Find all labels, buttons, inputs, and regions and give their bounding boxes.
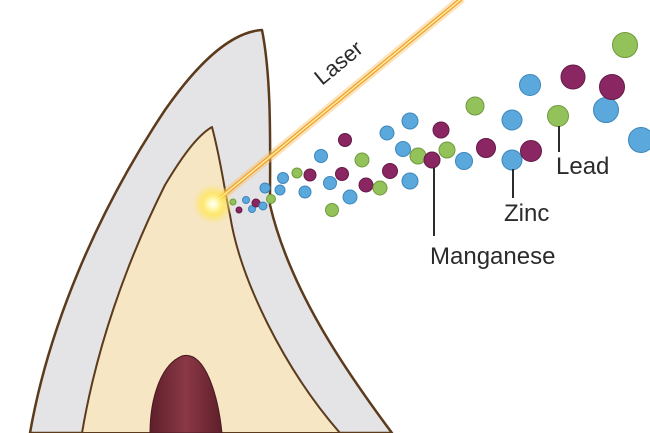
zinc-particle xyxy=(519,74,541,96)
manganese-particle xyxy=(382,163,398,179)
zinc-particle xyxy=(628,127,650,153)
manganese-particle xyxy=(235,206,243,214)
laser-impact-flare xyxy=(193,184,233,224)
manganese-particle xyxy=(303,168,317,182)
ablation-particle-plume xyxy=(229,32,650,217)
manganese-particle xyxy=(520,140,542,162)
manganese-particle xyxy=(560,64,586,90)
zinc-particle xyxy=(395,141,411,157)
pulp-chamber xyxy=(149,355,223,433)
lead-particle xyxy=(465,96,485,116)
manganese-particle xyxy=(338,133,352,147)
lead-particle xyxy=(229,198,237,206)
lead-particle xyxy=(438,141,456,159)
zinc-particle xyxy=(455,152,473,170)
zinc-particle xyxy=(298,185,312,199)
zinc-particle xyxy=(342,189,358,205)
zinc-particle xyxy=(501,149,523,171)
lead-particle xyxy=(612,32,638,58)
zinc-particle xyxy=(258,201,268,211)
zinc-particle xyxy=(274,184,286,196)
lead-particle xyxy=(409,147,427,165)
manganese-particle xyxy=(358,177,374,193)
zinc-particle xyxy=(501,109,523,131)
manganese-particle xyxy=(335,167,349,181)
zinc-particle xyxy=(323,176,337,190)
zinc-particle xyxy=(259,182,271,194)
zinc-particle xyxy=(314,149,328,163)
zinc-particle xyxy=(401,112,419,130)
zinc-particle xyxy=(401,172,419,190)
manganese-label: Manganese xyxy=(430,243,555,270)
lead-particle xyxy=(325,203,339,217)
lead-particle xyxy=(291,167,303,179)
manganese-particle xyxy=(476,138,496,158)
zinc-particle xyxy=(277,172,289,184)
zinc-label: Zinc xyxy=(504,200,549,227)
laser-beam-core xyxy=(213,0,461,204)
manganese-particle xyxy=(423,151,441,169)
lead-particle xyxy=(547,105,569,127)
manganese-particle xyxy=(432,121,450,139)
zinc-particle xyxy=(242,196,250,204)
dentin-layer xyxy=(81,126,341,433)
zinc-particle xyxy=(593,97,619,123)
lead-particle xyxy=(266,194,276,204)
lead-particle xyxy=(354,152,370,168)
manganese-particle xyxy=(599,74,625,100)
zinc-particle xyxy=(248,205,256,213)
lead-label: Lead xyxy=(556,153,609,180)
lead-particle xyxy=(372,180,388,196)
zinc-particle xyxy=(379,125,395,141)
